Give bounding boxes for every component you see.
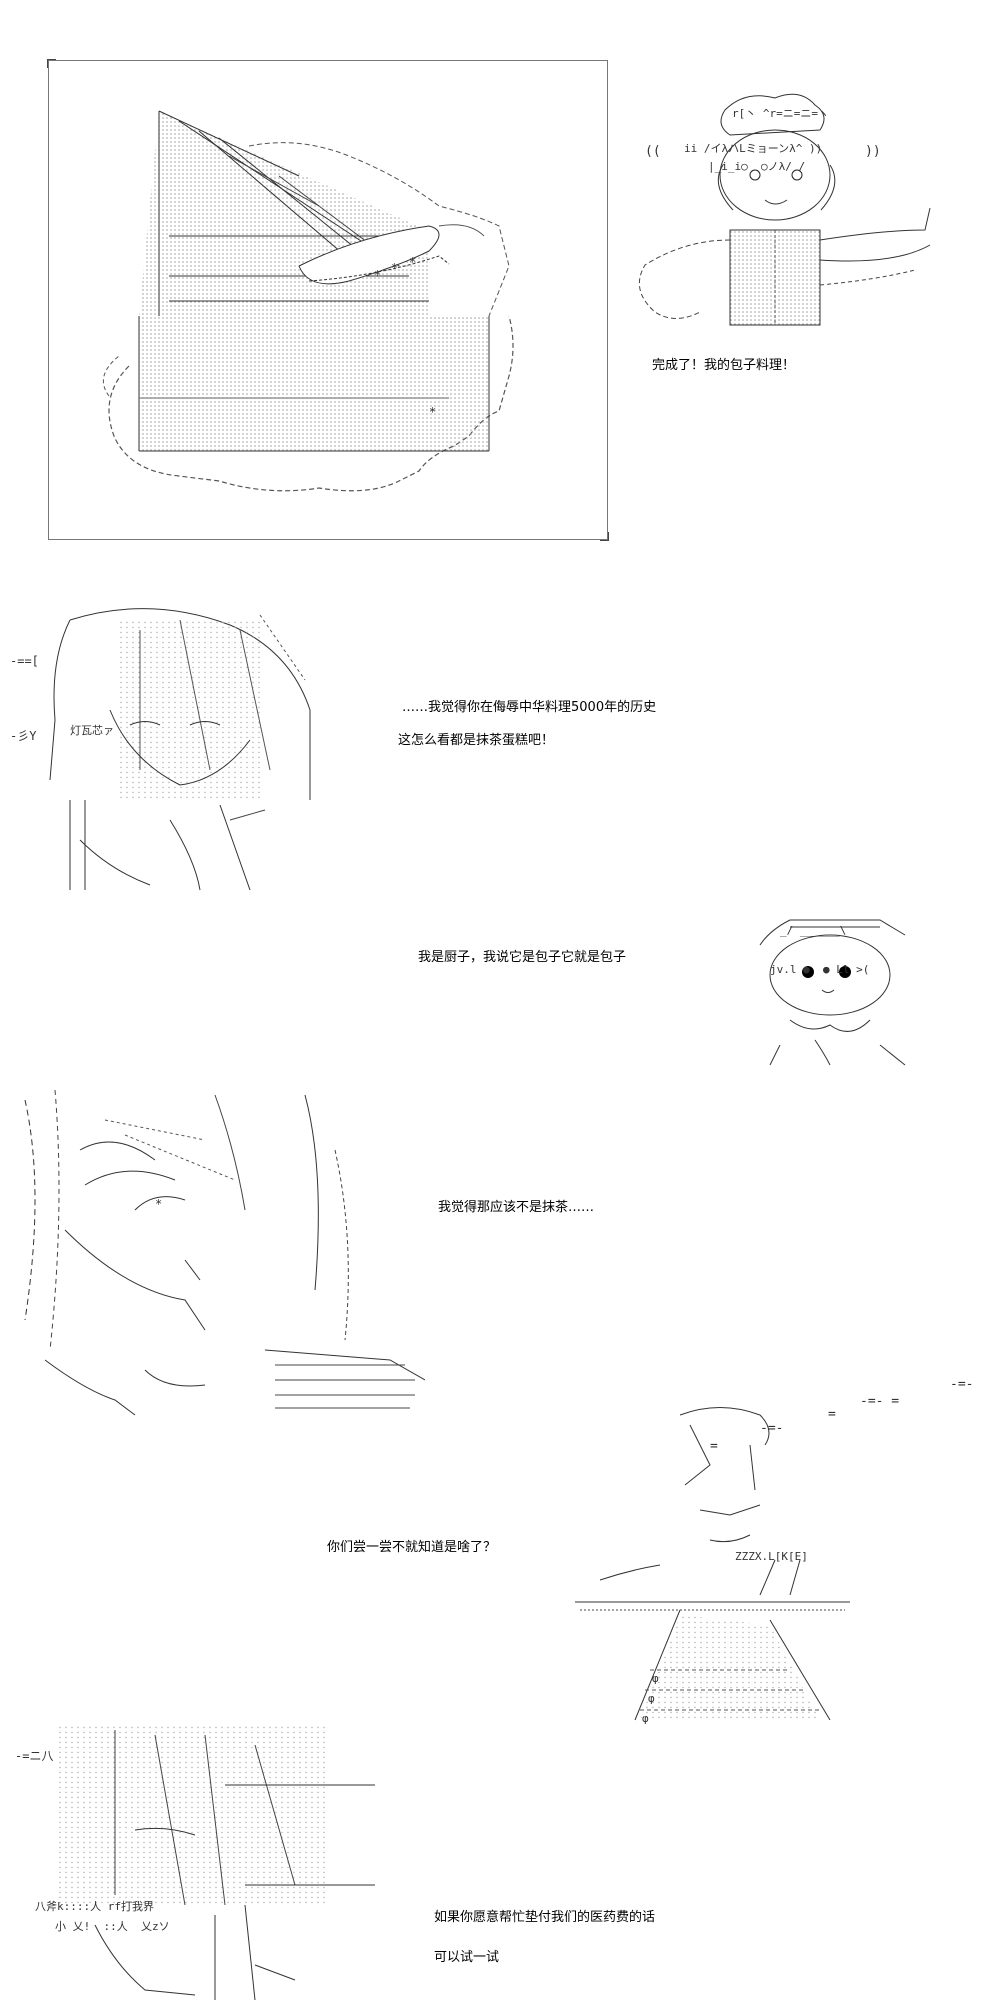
green-tea-cake-art: * * * * bbox=[102, 110, 514, 492]
svg-text:-=-: -=- bbox=[950, 1377, 973, 1392]
dialogue-line: ……我觉得你在侮辱中华料理5000年的历史 bbox=[402, 700, 657, 715]
cook-face-text: ii /イλハLミョーンλ^ )) bbox=[684, 142, 823, 155]
svg-text:)): )) bbox=[865, 144, 881, 159]
cook-character-art: (( )) bbox=[638, 93, 931, 326]
cake-body bbox=[139, 316, 489, 451]
svg-text:=: = bbox=[710, 1439, 718, 1454]
svg-text:-=- =: -=- = bbox=[860, 1394, 899, 1409]
sleeper-tag-text: ZZZX.L[K[E] bbox=[735, 1550, 808, 1563]
cook-hat-text: r[丶 ^r=ニ=ニ=ヽ bbox=[732, 107, 829, 120]
girl-mark-text: 灯瓦芯ァ bbox=[70, 724, 114, 737]
dialogue-line: 完成了！我的包子料理！ bbox=[652, 358, 796, 373]
dialogue-line: 这怎么看都是抹茶蛋糕吧！ bbox=[398, 733, 555, 748]
maid-eyes-text: jv.l ● ● Ll >( bbox=[770, 963, 870, 976]
cake-slice bbox=[139, 111, 429, 316]
svg-text:φ: φ bbox=[648, 1692, 655, 1705]
glasses-character-art: * bbox=[24, 1090, 425, 1416]
svg-text:φ: φ bbox=[652, 1672, 659, 1685]
svg-text:=: = bbox=[828, 1407, 836, 1422]
pleader-mark-text: 小 乂! ::人 乂zソ bbox=[55, 1920, 170, 1933]
svg-text:*: * bbox=[429, 405, 436, 419]
dialogue-line: 可以试一试 bbox=[434, 1950, 500, 1965]
dialogue-line: 你们尝一尝不就知道是啥了？ bbox=[327, 1540, 497, 1555]
dialogue-line: 我是厨子，我说它是包子它就是包子 bbox=[418, 950, 627, 965]
long-hair-girl-art: -==[ -彡Y bbox=[10, 608, 311, 891]
svg-text:-=ニ八: -=ニ八 bbox=[15, 1749, 53, 1763]
cook-eyes-text: |_i_i○ ○ノλ/ / bbox=[708, 160, 806, 173]
svg-text:*: * bbox=[409, 255, 416, 269]
cake-panel-frame: * * * * bbox=[47, 59, 609, 541]
svg-text:-==[: -==[ bbox=[10, 654, 39, 668]
pleading-character-art: -=ニ八 bbox=[15, 1725, 375, 2000]
pleader-tag-text: 八斧k::::人 rf打我界 bbox=[35, 1900, 154, 1913]
svg-text:-=-: -=- bbox=[760, 1421, 783, 1436]
frame-corner bbox=[47, 59, 56, 68]
sleeping-character-art: = -=- = -=- = -=- φ φ φ bbox=[575, 1377, 973, 1725]
maid-character-art bbox=[759, 919, 906, 1066]
dialogue-line: 如果你愿意帮忙垫付我们的医药费的话 bbox=[434, 1910, 656, 1925]
frame-corner bbox=[600, 532, 609, 541]
svg-text:φ: φ bbox=[642, 1712, 649, 1725]
maid-hat-text: _/ ______\ bbox=[780, 924, 847, 937]
svg-text:-彡Y: -彡Y bbox=[10, 729, 37, 743]
svg-text:*: * bbox=[391, 261, 398, 275]
svg-text:((: (( bbox=[645, 144, 661, 159]
dialogue-line: 我觉得那应该不是抹茶…… bbox=[438, 1200, 595, 1215]
svg-text:*: * bbox=[374, 268, 381, 282]
svg-text:*: * bbox=[155, 1197, 162, 1211]
